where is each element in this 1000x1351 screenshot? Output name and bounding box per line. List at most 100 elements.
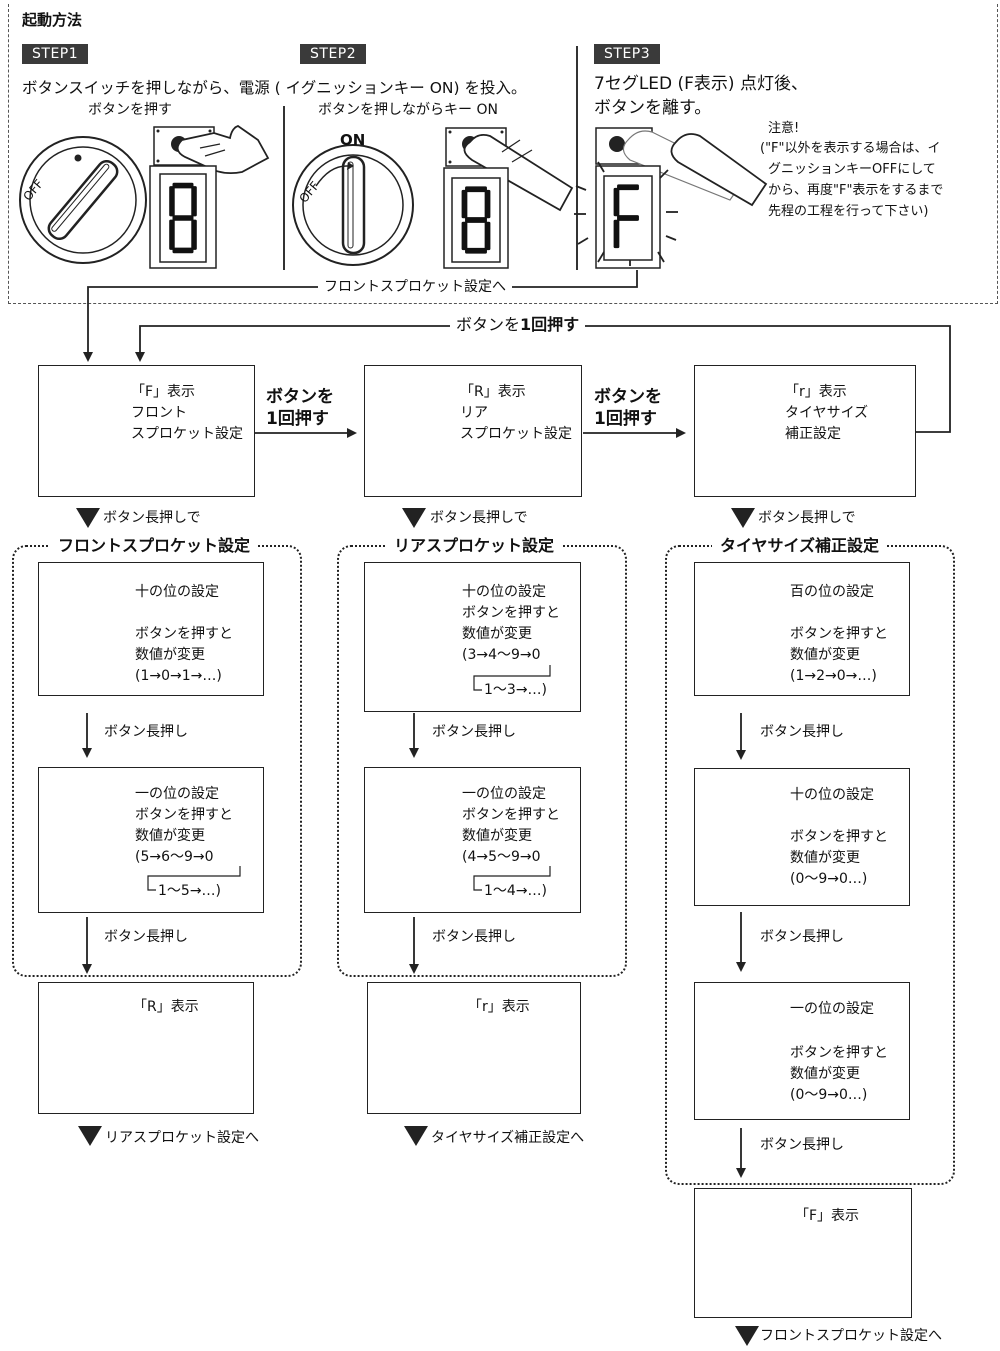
digit-text: (1→2→0→…): [790, 668, 877, 684]
group-title-front: フロントスプロケット設定: [50, 535, 259, 557]
next-step-label: フロントスプロケット設定へ: [760, 1328, 942, 1344]
loop-text: 1〜3→…): [484, 682, 548, 698]
digit-text: ボタンを押すと: [462, 807, 560, 823]
triangle-down-icon: [402, 508, 426, 528]
press-once-label-1: ボタンを: [594, 387, 662, 407]
step3-instruction-line2: ボタンを離す。: [594, 98, 712, 118]
loop-text: 1〜5→…): [158, 883, 222, 899]
mode-rear-line3: スプロケット設定: [460, 426, 572, 442]
loop-label-bold: 1回押す: [520, 315, 580, 334]
digit-text: 一の位の設定: [790, 1001, 874, 1017]
press-once-label-1: ボタンを: [266, 387, 334, 407]
digit-text: 数値が変更: [790, 850, 860, 866]
group-title-tire: タイヤサイズ補正設定: [712, 535, 888, 557]
mode-rear-line2: リア: [460, 405, 488, 421]
digit-text: (3→4〜9→0: [462, 647, 541, 663]
digit-text: ボタンを押すと: [462, 605, 560, 621]
note-line-1: ("F"以外を表示する場合は、イ: [760, 141, 941, 156]
note-title: 注意!: [768, 121, 800, 136]
triangle-down-icon: [78, 1126, 102, 1146]
result-text: 「r」表示: [468, 999, 530, 1015]
mode-tire-line1: 「r」表示: [785, 384, 847, 400]
triangle-down-icon: [731, 508, 755, 528]
digit-text: 十の位の設定: [462, 584, 546, 600]
step-divider: [283, 106, 285, 270]
digit-text: ボタンを押すと: [135, 807, 233, 823]
next-step-label: リアスプロケット設定へ: [105, 1130, 259, 1146]
triangle-down-icon: [404, 1126, 428, 1146]
mode-box-tire: [694, 365, 916, 497]
mode-front-line2: フロント: [131, 405, 187, 421]
long-press-label: ボタン長押し: [104, 724, 188, 740]
digit-text: 数値が変更: [462, 626, 532, 642]
mode-box-front: [38, 365, 255, 497]
startup-title: 起動方法: [22, 11, 83, 29]
digit-text: 一の位の設定: [462, 786, 546, 802]
loop-label-prefix: ボタンを: [456, 315, 521, 334]
loop-text: 1〜4→…): [484, 883, 548, 899]
loop-label: ボタンを1回押す: [450, 315, 586, 335]
note-line-3: から、再度"F"表示をするまで: [768, 183, 944, 198]
digit-text: ボタンを押すと: [135, 626, 233, 642]
long-press-label: ボタン長押し: [432, 724, 516, 740]
digit-text: 一の位の設定: [135, 786, 219, 802]
result-text: 「F」表示: [795, 1208, 860, 1224]
digit-box: [694, 982, 910, 1120]
digit-box: [694, 562, 910, 696]
mode-box-rear: [364, 365, 582, 497]
note-line-4: 先程の工程を行って下さい): [768, 204, 929, 219]
long-press-label: ボタン長押し: [104, 929, 188, 945]
digit-text: ボタンを押すと: [790, 626, 888, 642]
mode-tire-line3: 補正設定: [785, 426, 841, 442]
long-press-label: ボタン長押し: [760, 1137, 844, 1153]
press-once-label-2: 1回押す: [594, 409, 657, 429]
digit-text: 十の位の設定: [135, 584, 219, 600]
step2-badge: STEP2: [300, 44, 367, 64]
digit-text: (4→5〜9→0: [462, 849, 541, 865]
dial-on-label: ON: [340, 131, 366, 149]
digit-text: (1→0→1→…): [135, 668, 222, 684]
long-press-label: ボタン長押し: [760, 929, 844, 945]
digit-text: 数値が変更: [135, 828, 205, 844]
long-press-then-label: ボタン長押しで: [758, 510, 856, 526]
digit-text: (5→6〜9→0: [135, 849, 214, 865]
digit-text: ボタンを押すと: [790, 829, 888, 845]
step1-instruction: ボタンスイッチを押しながら、電源 ( イグニッションキー ON) を投入。: [22, 79, 527, 97]
digit-text: 数値が変更: [135, 647, 205, 663]
digit-text: (0〜9→0…): [790, 1087, 868, 1103]
step2-sub: ボタンを押しながらキー ON: [318, 102, 498, 118]
digit-text: (0〜9→0…): [790, 871, 868, 887]
step3-badge: STEP3: [594, 44, 661, 64]
result-box: [367, 982, 581, 1114]
digit-text: 百の位の設定: [790, 584, 874, 600]
next-step-label: タイヤサイズ補正設定へ: [431, 1130, 585, 1146]
mode-front-line3: スプロケット設定: [131, 426, 243, 442]
press-once-label-2: 1回押す: [266, 409, 329, 429]
triangle-down-icon: [735, 1326, 759, 1346]
long-press-label: ボタン長押し: [432, 929, 516, 945]
step-divider: [576, 46, 578, 270]
step1-badge: STEP1: [22, 44, 89, 64]
mode-front-line1: 「F」表示: [131, 384, 196, 400]
digit-box: [694, 768, 910, 906]
mode-tire-line2: タイヤサイズ: [785, 405, 869, 421]
result-box: [694, 1188, 912, 1318]
long-press-label: ボタン長押し: [760, 724, 844, 740]
digit-box: [38, 562, 264, 696]
digit-text: 数値が変更: [790, 1066, 860, 1082]
long-press-then-label: ボタン長押しで: [430, 510, 528, 526]
digit-text: 十の位の設定: [790, 787, 874, 803]
digit-text: 数値が変更: [462, 828, 532, 844]
result-box: [38, 982, 254, 1114]
digit-text: ボタンを押すと: [790, 1045, 888, 1061]
step3-instruction-line1: 7セグLED (F表示) 点灯後、: [594, 74, 808, 94]
digit-text: 数値が変更: [790, 647, 860, 663]
mode-rear-line1: 「R」表示: [460, 384, 526, 400]
triangle-down-icon: [76, 508, 100, 528]
long-press-then-label: ボタン長押しで: [103, 510, 201, 526]
to-front-sprocket-label: フロントスプロケット設定へ: [318, 277, 512, 297]
step1-sub: ボタンを押す: [88, 102, 172, 118]
group-title-rear: リアスプロケット設定: [386, 535, 563, 557]
note-line-2: グニッションキーOFFにして: [768, 162, 936, 177]
result-text: 「R」表示: [133, 999, 199, 1015]
